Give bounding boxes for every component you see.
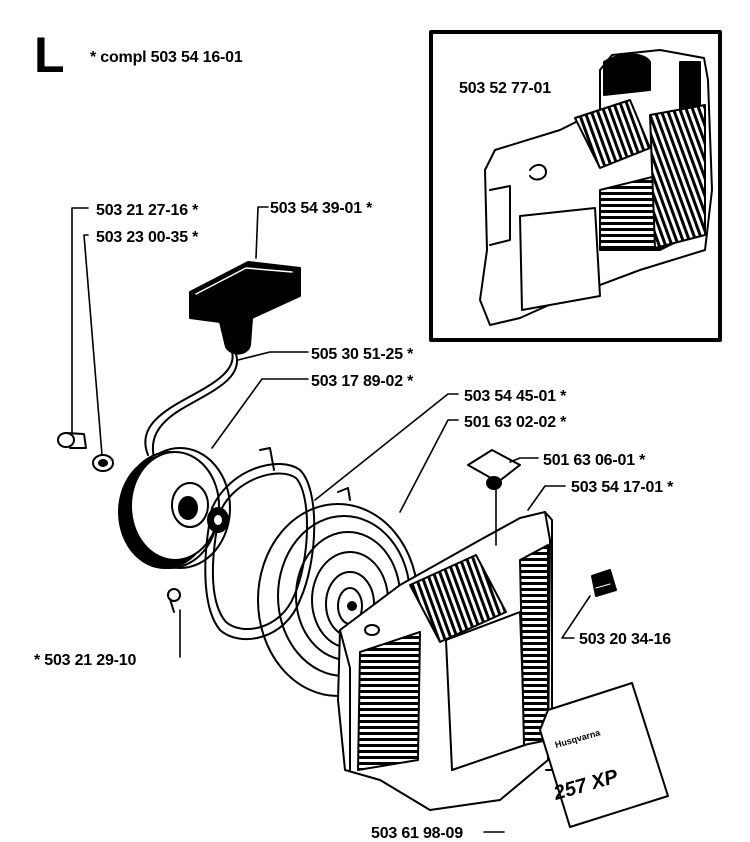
- screw-small-part: [167, 588, 181, 613]
- part-label-screw: 503 21 27-16 *: [96, 202, 199, 219]
- inset-cover-detail: [479, 49, 713, 326]
- part-label-cord: 505 30 51-25 *: [311, 346, 414, 363]
- washer-part: [92, 454, 114, 472]
- cover-screw-part: [591, 569, 617, 597]
- leader-lines: [71, 206, 591, 833]
- starter-handle: [189, 261, 301, 355]
- bushing-part: [467, 449, 521, 490]
- part-label-pulley: 503 17 89-02 *: [311, 373, 414, 390]
- part-label-screw-small: * 503 21 29-10: [34, 652, 137, 669]
- starter-cord: [144, 351, 239, 459]
- part-label-cover-screw: 503 20 34-16: [579, 631, 671, 648]
- compl-label: * compl 503 54 16-01: [90, 49, 243, 66]
- screw-part: [57, 432, 87, 449]
- rope-pulley: [118, 447, 231, 569]
- inset-box: [429, 30, 722, 342]
- inset-part-label: 503 52 77-01: [459, 80, 551, 97]
- part-label-handle: 503 54 39-01 *: [270, 200, 373, 217]
- part-label-decal: 503 61 98-09: [371, 825, 463, 842]
- part-label-bushing: 501 63 06-01 *: [543, 452, 646, 469]
- part-label-spring: 501 63 02-02 *: [464, 414, 567, 431]
- part-label-cover: 503 54 17-01 *: [571, 479, 674, 496]
- part-label-spring-housing: 503 54 45-01 *: [464, 388, 567, 405]
- decal-part: Husqvarna 257 XP: [539, 682, 669, 828]
- starter-cover: [337, 511, 553, 811]
- spring-housing: [204, 447, 351, 641]
- section-letter: L: [34, 27, 65, 83]
- part-label-washer: 503 23 00-35 *: [96, 229, 199, 246]
